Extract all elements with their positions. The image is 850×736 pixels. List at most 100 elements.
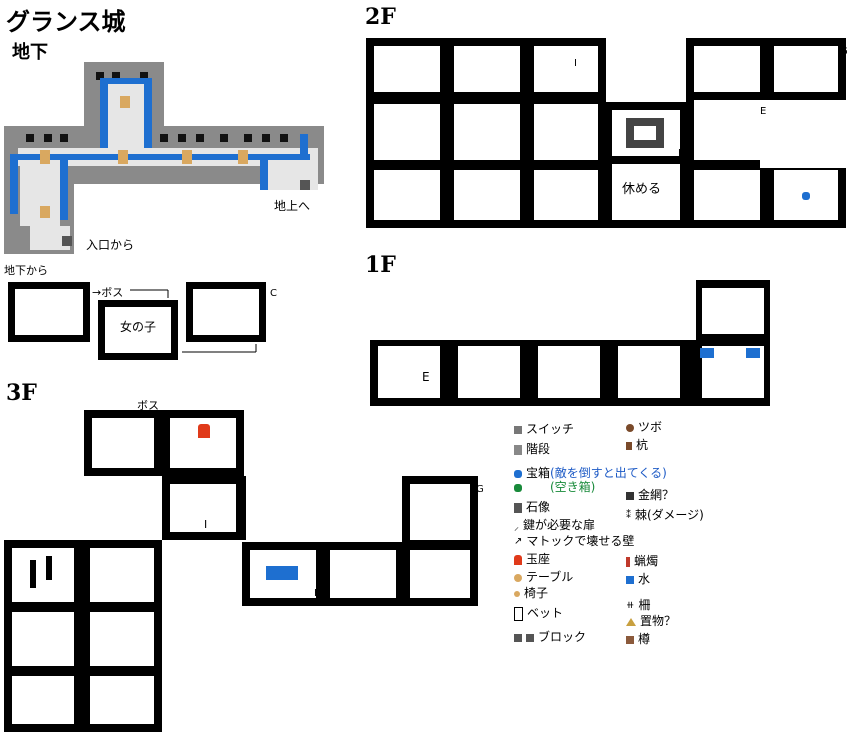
section-2f: 2F bbox=[365, 4, 396, 30]
3f-room-c bbox=[12, 676, 74, 724]
stake-icon bbox=[626, 441, 632, 450]
to-boss-label: →ボス bbox=[92, 286, 124, 299]
2f-room-i bbox=[534, 46, 598, 92]
1f-room-c bbox=[538, 346, 600, 398]
legend-mesh-label: 金網？ bbox=[638, 488, 675, 502]
key-icon: ⸝ bbox=[514, 521, 519, 533]
legend-barrel-label: 樽 bbox=[638, 632, 651, 646]
1f-tower-top bbox=[702, 288, 764, 334]
legend-chest-label: 宝箱 bbox=[526, 466, 551, 480]
basement-arrows bbox=[130, 289, 257, 353]
legend-thorn-label: 棘(ダメージ) bbox=[635, 508, 704, 522]
girl-label: 女の子 bbox=[120, 320, 157, 334]
ornament-icon bbox=[626, 617, 636, 626]
1f-water-left bbox=[700, 348, 714, 358]
3f-maze-wall-a bbox=[30, 560, 36, 588]
legend-ornament: 置物？ bbox=[626, 612, 676, 629]
2f-room-a bbox=[374, 46, 440, 92]
legend-stake-label: 杭 bbox=[636, 438, 649, 452]
barrel-icon bbox=[626, 635, 634, 644]
3f-room-thorn-left bbox=[12, 612, 74, 666]
3f-room-g bbox=[410, 484, 470, 540]
legend-mattock-label: マトックで壊せる壁 bbox=[526, 534, 635, 548]
marker-c-basement: C bbox=[270, 288, 277, 299]
legend-fence-label: 柵 bbox=[638, 598, 651, 612]
legend-stairs: 階段 bbox=[514, 440, 550, 457]
empty-chest-icon bbox=[514, 483, 522, 492]
marker-e-2f-left: E bbox=[441, 172, 448, 183]
legend-mattock: ↗マトックで壊せる壁 bbox=[514, 532, 634, 549]
to-ground-label: 地上へ bbox=[274, 199, 311, 213]
3f-throne bbox=[198, 424, 210, 438]
basement-room-girl bbox=[98, 300, 178, 360]
legend-switch: スイッチ bbox=[514, 420, 574, 437]
1f-room-e bbox=[378, 346, 440, 398]
chair-icon bbox=[514, 590, 520, 597]
3f-water bbox=[266, 566, 298, 580]
3f-room-fence-left bbox=[90, 612, 154, 666]
table-icon bbox=[514, 573, 522, 582]
map-title: グランス城 bbox=[6, 7, 126, 36]
legend-chest-empty: (空き箱) bbox=[514, 478, 595, 495]
enemy-chest-icon bbox=[514, 469, 522, 478]
marker-h-3f: H bbox=[314, 588, 322, 599]
legend-pot: ツボ bbox=[626, 418, 662, 435]
2f-room-thorn bbox=[534, 170, 598, 220]
marker-h-2f: H bbox=[678, 148, 686, 159]
legend-barrel: 樽 bbox=[626, 630, 650, 647]
marker-d-3f: D bbox=[76, 586, 84, 597]
2f-enemy-chest bbox=[802, 192, 810, 200]
legend-chest-enemy: (敵を倒すと出てくる) bbox=[550, 466, 667, 480]
2f-room-f bbox=[454, 170, 520, 220]
basement-map bbox=[4, 62, 324, 254]
mattock-icon: ↗ bbox=[514, 536, 523, 547]
legend-candle-label: 蝋燭 bbox=[634, 554, 659, 568]
legend-chair-label: 椅子 bbox=[524, 586, 549, 600]
section-basement: 地下 bbox=[12, 42, 48, 63]
legend-stake: 杭 bbox=[626, 436, 648, 453]
fence-icon: ⧺ bbox=[626, 600, 635, 611]
legend-thorn: ⁑ 棘(ダメージ) bbox=[626, 506, 704, 523]
1f-room-b bbox=[458, 346, 520, 398]
2f-room-b bbox=[454, 46, 520, 92]
legend-bed: ベット bbox=[514, 604, 563, 621]
3f-room-i bbox=[170, 484, 236, 532]
marker-i-3f: I bbox=[204, 518, 208, 531]
bed-icon bbox=[514, 606, 523, 621]
3f-room-bottom-right bbox=[90, 676, 154, 724]
mesh-icon bbox=[626, 491, 634, 500]
from-entrance-label: 入口から bbox=[86, 238, 135, 252]
legend-fence: ⧺柵 bbox=[626, 596, 650, 613]
3f-room-h bbox=[330, 550, 396, 598]
2f-mesh-center bbox=[634, 126, 656, 140]
block-icon-2 bbox=[526, 633, 534, 642]
legend-throne: 玉座 bbox=[514, 550, 550, 567]
legend-table: テーブル bbox=[514, 568, 573, 585]
block-icon bbox=[514, 633, 522, 642]
2f-room-thorn-right bbox=[694, 170, 760, 220]
rest-label: 休める bbox=[622, 182, 662, 197]
2f-room-right-a bbox=[694, 46, 760, 92]
section-1f: 1F bbox=[365, 252, 396, 278]
legend-pot-label: ツボ bbox=[638, 420, 663, 434]
basement-room-entry bbox=[8, 282, 90, 342]
legend-statue: 石像 bbox=[514, 498, 550, 515]
basement-room-c bbox=[186, 282, 266, 342]
legend-key-door-label: 鍵が必要な扉 bbox=[523, 518, 596, 532]
legend-stairs-label: 階段 bbox=[526, 442, 551, 456]
3f-room-maze bbox=[12, 548, 74, 602]
legend-statue-label: 石像 bbox=[526, 500, 551, 514]
2f-gap bbox=[760, 100, 846, 168]
marker-e-2f-right: E bbox=[760, 106, 767, 117]
2f-room-fence bbox=[454, 104, 520, 160]
from-basement-label: 地下から bbox=[4, 264, 48, 277]
legend-table-label: テーブル bbox=[526, 570, 574, 584]
legend-water: 水 bbox=[626, 570, 650, 587]
2f-room-e-left bbox=[374, 170, 440, 220]
legend-block: ブロック bbox=[514, 628, 586, 645]
3f-maze-wall-b bbox=[46, 556, 52, 580]
legend-chest: 宝箱(敵を倒すと出てくる) bbox=[514, 464, 667, 481]
thorn-icon: ⁑ bbox=[626, 510, 631, 521]
section-3f: 3F bbox=[6, 380, 37, 406]
stairs-icon bbox=[514, 444, 522, 455]
